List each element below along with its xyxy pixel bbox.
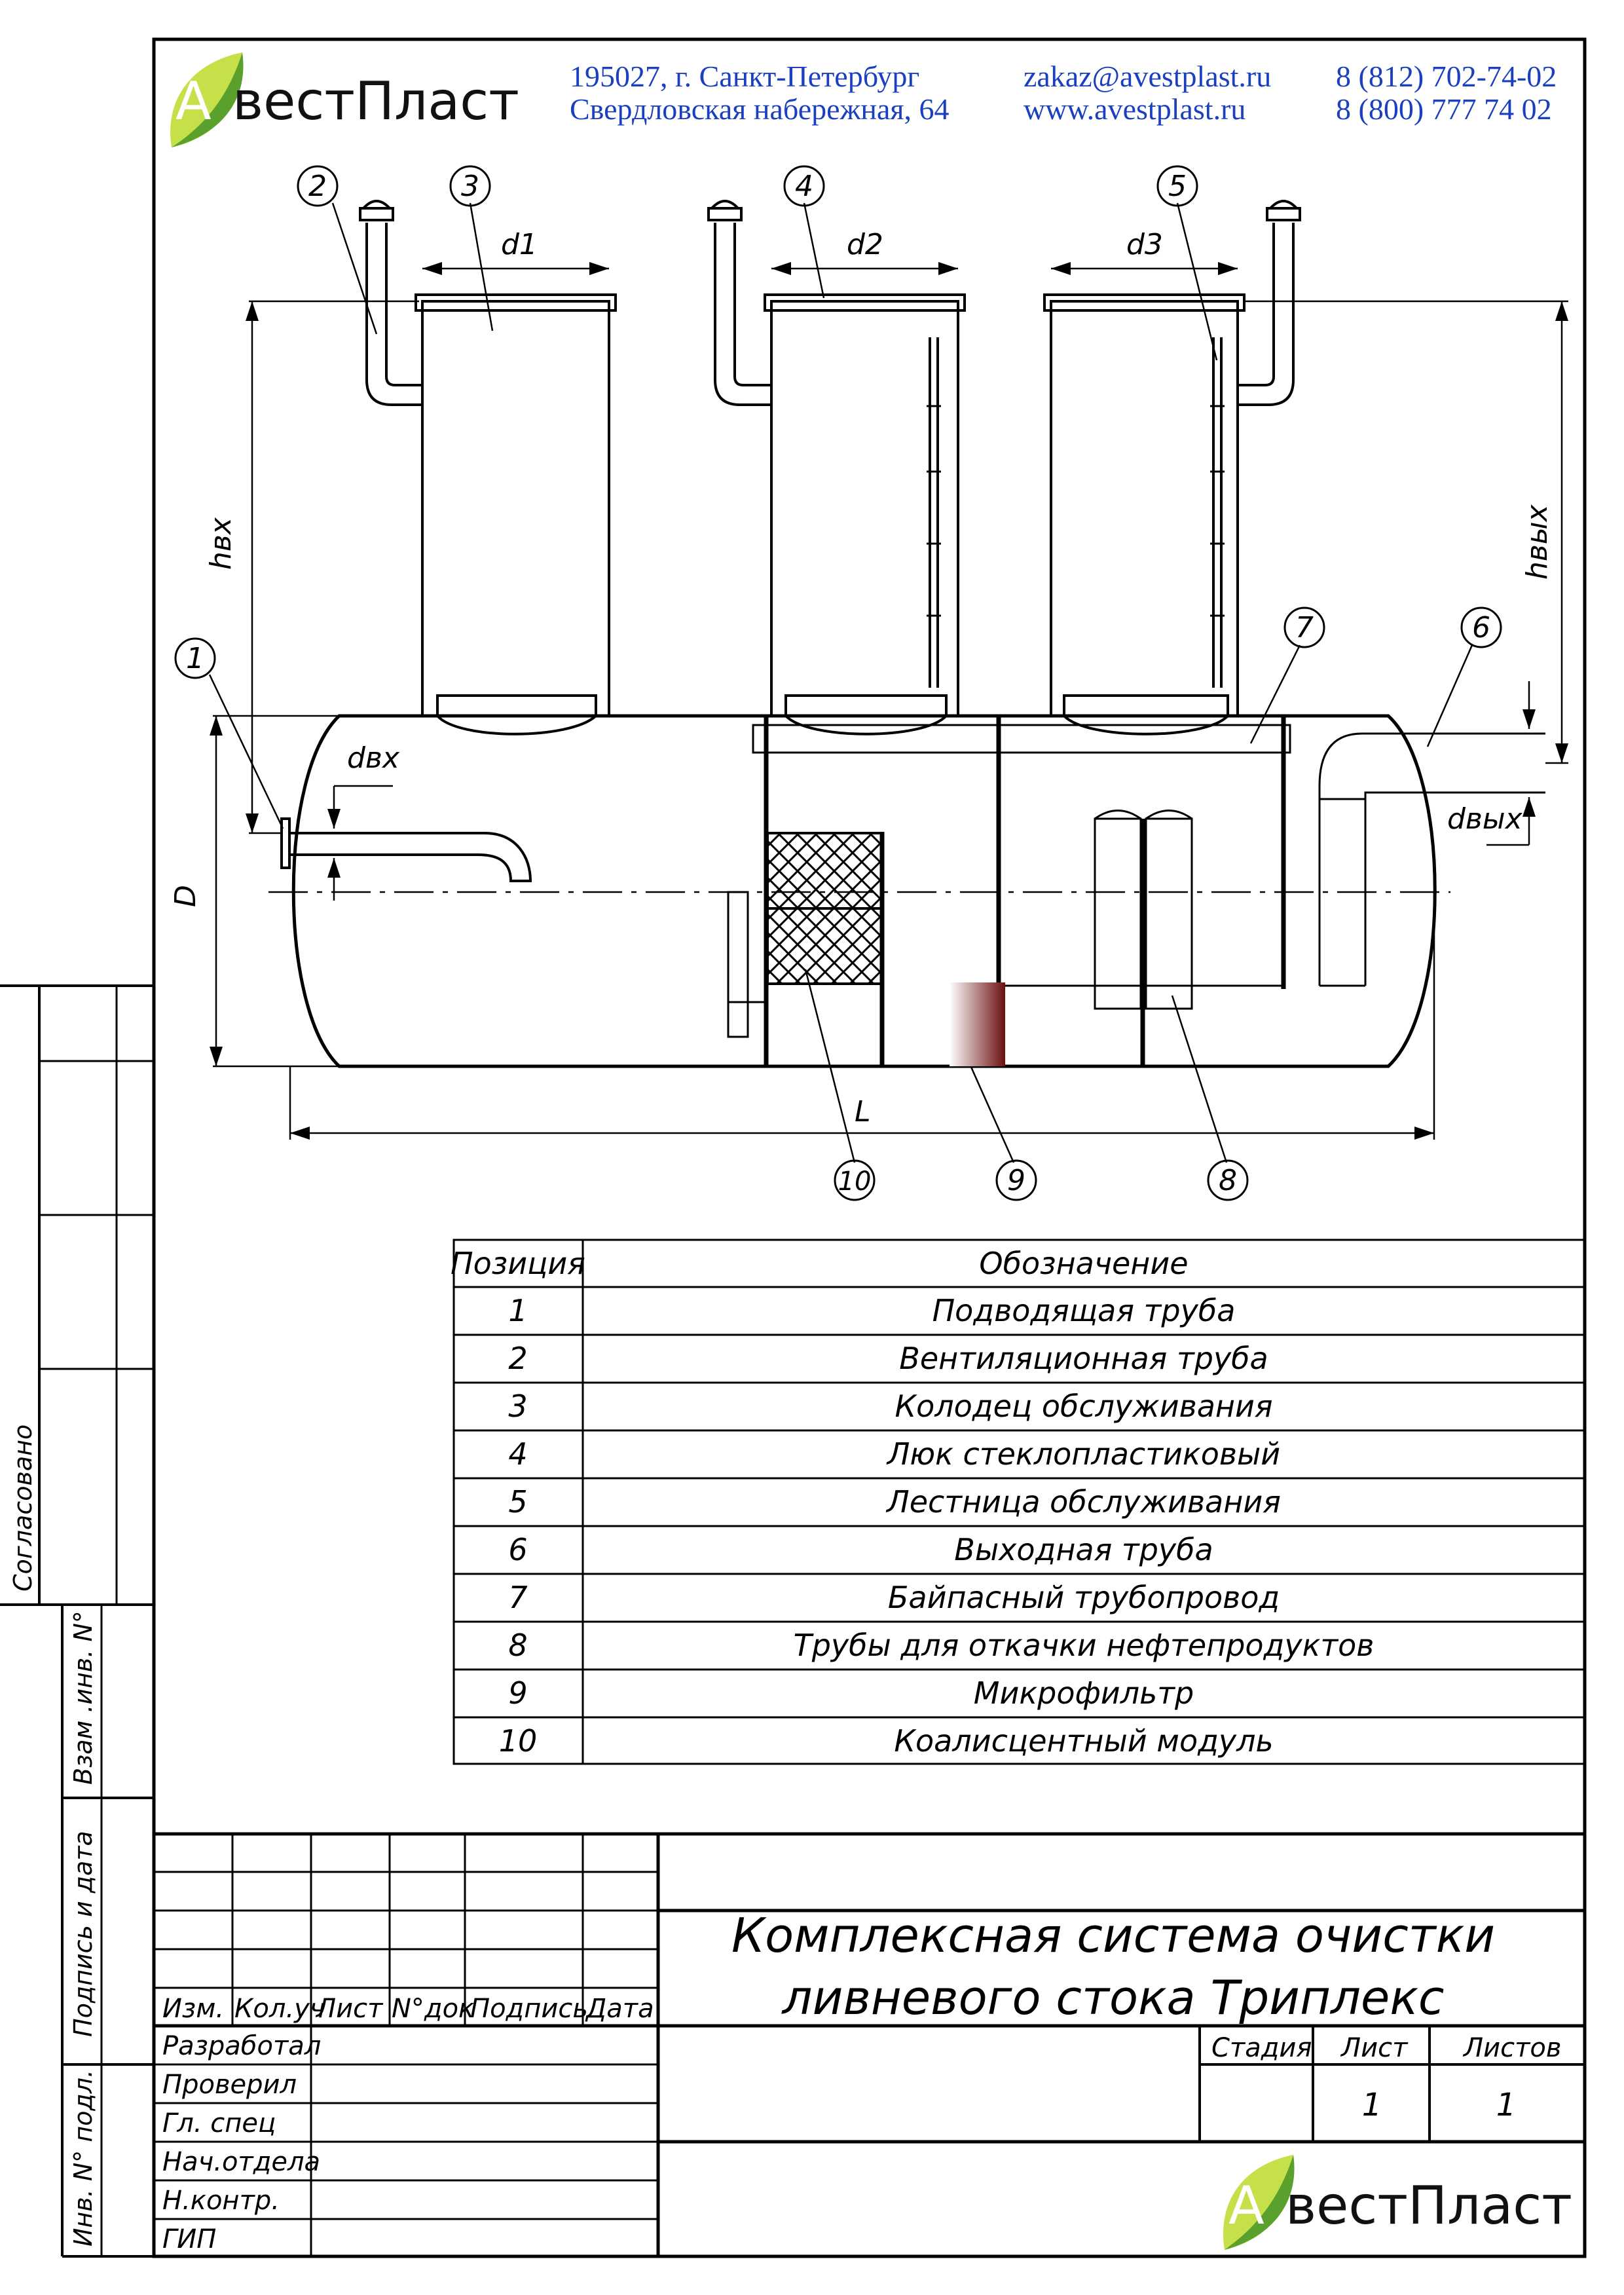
table-cell: 6	[508, 1532, 527, 1567]
logo-top-letter: А	[175, 71, 212, 132]
table-cell: 9	[508, 1675, 527, 1711]
logo-bottom-text: вестПласт	[1285, 2175, 1572, 2236]
col-podpis: Подпись	[470, 1994, 588, 2024]
callout-3: 3	[461, 170, 479, 203]
table-cell: Вентиляционная труба	[899, 1341, 1268, 1376]
dim-d-out: dвых	[1447, 802, 1523, 836]
dim-D: D	[169, 885, 202, 907]
side-inv-replace: Взам .инв. N°	[69, 1611, 98, 1785]
callout-5: 5	[1168, 170, 1187, 203]
sheet-frame	[152, 37, 1587, 2258]
col-n-dok: N°док	[392, 1994, 474, 2024]
table-cell: Колодец обслуживания	[895, 1389, 1272, 1424]
side-stamp	[0, 984, 154, 2258]
role-n-kontr: Н.контр.	[162, 2186, 280, 2216]
table-cell: 4	[508, 1436, 527, 1472]
parts-table	[452, 1239, 1586, 1765]
callout-7: 7	[1295, 611, 1314, 644]
logo-top-text: вестПласт	[232, 71, 519, 132]
logo-bottom-letter: А	[1228, 2175, 1264, 2236]
dim-d3: d3	[1126, 228, 1163, 261]
role-nach-otdela: Нач.отдела	[162, 2147, 320, 2177]
table-cell: 10	[499, 1723, 538, 1759]
callout-9: 9	[1007, 1164, 1025, 1197]
title-block	[154, 1832, 1585, 2256]
table-cell: Люк стеклопластиковый	[886, 1436, 1280, 1472]
logo-top	[170, 52, 244, 147]
microfilter	[950, 982, 1005, 1066]
col-izm: Изм.	[162, 1994, 224, 2024]
table-header-position: Позиция	[451, 1246, 585, 1281]
table-cell: Байпасный трубопровод	[888, 1580, 1280, 1615]
callout-8: 8	[1219, 1164, 1237, 1197]
email-link[interactable]: zakaz@avestplast.ru	[1024, 60, 1272, 93]
label-sheet: Лист	[1340, 2033, 1409, 2063]
table-cell: 7	[508, 1580, 527, 1615]
table-cell: Микрофильтр	[974, 1675, 1194, 1711]
table-cell: Трубы для откачки нефтепродуктов	[794, 1628, 1375, 1663]
side-sign-date: Подпись и дата	[69, 1831, 98, 2037]
dim-d2: d2	[847, 228, 883, 261]
col-data: Дата	[585, 1994, 654, 2024]
callout-2: 2	[308, 170, 327, 203]
title-line-2: ливневого стока Триплекс	[781, 1970, 1445, 2025]
role-razrabotal: Разработал	[162, 2031, 321, 2061]
callout-4: 4	[795, 170, 813, 203]
dim-d-in: dвх	[347, 741, 400, 775]
table-cell: Лестница обслуживания	[885, 1484, 1281, 1520]
role-gl-spec: Гл. спец	[162, 2108, 276, 2138]
table-cell: 1	[508, 1293, 527, 1328]
label-stage: Стадия	[1211, 2033, 1312, 2063]
value-sheets: 1	[1496, 2087, 1517, 2123]
role-proveril: Проверил	[162, 2070, 297, 2100]
col-list: Лист	[315, 1994, 384, 2024]
website-link[interactable]: www.avestplast.ru	[1024, 92, 1246, 126]
table-cell: Подводящая труба	[932, 1293, 1236, 1328]
address-line-2: Свердловская набережная, 64	[570, 92, 950, 126]
title-line-1: Комплексная система очистки	[731, 1908, 1495, 1963]
callout-10: 10	[838, 1166, 872, 1197]
side-agreed: Согласовано	[9, 1425, 37, 1592]
table-header-designation: Обозначение	[979, 1246, 1188, 1281]
dim-L: L	[855, 1095, 871, 1129]
value-sheet: 1	[1362, 2087, 1382, 2123]
dim-h-in: hвх	[204, 517, 238, 570]
table-cell: 5	[508, 1484, 527, 1520]
phone-1: 8 (812) 702-74-02	[1336, 60, 1557, 93]
table-cell: Выходная труба	[954, 1532, 1213, 1567]
side-inv-orig: Инв. N° подл.	[69, 2070, 98, 2247]
table-cell: 3	[508, 1389, 527, 1424]
address-line-1: 195027, г. Санкт-Петербург	[570, 60, 920, 93]
callout-1: 1	[186, 642, 204, 675]
dim-h-out: hвых	[1521, 504, 1554, 580]
callout-6: 6	[1472, 611, 1490, 644]
table-cell: Коалисцентный модуль	[894, 1723, 1273, 1759]
dim-d1: d1	[501, 228, 538, 261]
table-cell: 2	[508, 1341, 527, 1376]
role-gip: ГИП	[162, 2224, 216, 2254]
tank-drawing	[174, 165, 1568, 1201]
phone-2: 8 (800) 777 74 02	[1336, 92, 1552, 126]
label-sheets: Листов	[1462, 2033, 1561, 2063]
logo-bottom	[1223, 2155, 1295, 2250]
table-cell: 8	[508, 1628, 527, 1663]
col-kol-uch: Кол.уч	[234, 1994, 325, 2024]
